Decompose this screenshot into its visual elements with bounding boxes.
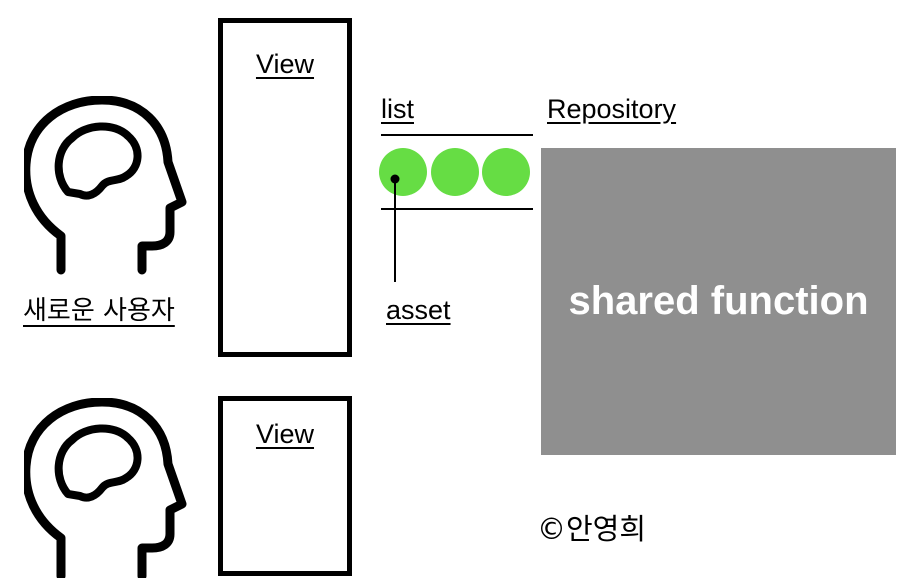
user-head-icon (21, 397, 188, 581)
list-top-line (381, 134, 533, 136)
user-head-icon (21, 95, 188, 276)
shared-function-box: shared function (541, 148, 896, 455)
repository-label: Repository (547, 94, 677, 124)
asset-circle (482, 148, 530, 196)
user-label: 새로운 사용자 (23, 296, 175, 326)
asset-pointer (388, 172, 402, 284)
view-panel: View (218, 396, 352, 576)
asset-label: asset (386, 295, 451, 325)
list-label: list (381, 94, 414, 124)
shared-function-label: shared function (568, 279, 869, 323)
asset-circle (379, 148, 427, 196)
view-label: View (255, 49, 315, 79)
list-bottom-line (381, 208, 533, 210)
view-panel: View (218, 18, 352, 357)
copyright-text: ©안영희 (537, 512, 647, 546)
asset-circle (431, 148, 479, 196)
view-label: View (255, 419, 315, 449)
